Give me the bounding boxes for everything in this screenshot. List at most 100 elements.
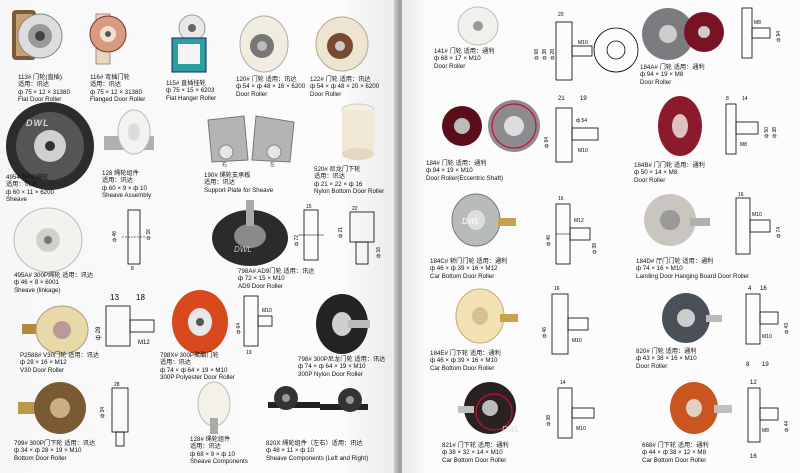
caption-line: Bottom Door Roller <box>14 454 67 462</box>
caption-line: 适用：讯达 <box>102 177 133 185</box>
caption-line: 184# 门轮 适用：通利 <box>426 160 487 167</box>
dim-label: M10 <box>262 308 272 314</box>
door-roller-184A-photo <box>642 8 724 60</box>
caption-line: 128 绳轮组件 <box>102 170 139 177</box>
dim-label: M8 <box>762 428 769 434</box>
caption-line: 适用：讯达 <box>6 181 37 189</box>
nylon-bottom-roller-drawing: 22 ф 21 ф 16 <box>338 206 382 265</box>
caption-line: 113# 门轮(直插) <box>18 74 62 81</box>
caption-line: 799# 300P门下轮 适用：讯达 <box>14 440 96 447</box>
caption-line: ф 54 × ф 48 × 16 × 6200 <box>236 83 306 91</box>
caption-line: ф 60 × 11 × 6200 <box>6 188 54 196</box>
caption-line: ф 34 × ф 28 × 19 × M10 <box>14 447 82 455</box>
caption-668: 668# 门下轮 适用：通利 ф 44 × ф 38 × 12 × M8 Car… <box>642 442 709 464</box>
dim-label: ф 46 <box>542 327 548 338</box>
door-roller-184B-photo <box>658 96 702 156</box>
caption-line: Car Bottom Door Roller <box>430 364 495 372</box>
polyester-door-roller-photo <box>172 290 228 354</box>
caption-line: ф 54 × ф 48 × 20 × 6200 <box>310 83 380 91</box>
caption-line: 300P Nylon Door Roller <box>298 370 363 378</box>
caption-line: 115# 直插挂轮 <box>166 80 206 87</box>
car-bottom-roller-821-photo: DWL <box>458 382 520 434</box>
dim-label: M8 <box>754 20 761 26</box>
door-roller-122-photo <box>315 16 369 72</box>
dim-label: 19 <box>580 96 587 102</box>
dim-label: M8 <box>740 142 747 148</box>
caption-184C: 184C# 轿门门轮 适用：通利 ф 46 × ф 39 × 16 × M12 … <box>430 258 507 280</box>
caption-line: Door Roller <box>434 62 466 70</box>
caption-184E: 184E# 门下轮 适用：通利 ф 46 × ф 39 × 16 × M10 C… <box>430 350 501 372</box>
sheave-components-lr-photo <box>268 386 368 412</box>
dim-label: ф 38 <box>546 415 552 426</box>
car-bottom-roller-184C-drawing: 16 ф 46 ф 39 M12 <box>546 196 598 265</box>
caption-line: Car Bottom Door Roller <box>430 272 495 280</box>
caption-113: 113# 门轮(直插) 适用：讯达 ф 75 × 12 × 31380 Flat… <box>18 74 70 104</box>
caption-line: 798# 300P尼龙门轮 适用：讯达 <box>298 356 386 363</box>
dim-label: 19 <box>762 362 769 368</box>
caption-line: 820X 绳轮组件（左右）适用：讯达 <box>266 440 363 447</box>
flat-hanger-roller-photo <box>171 14 207 73</box>
caption-line: Door Roller <box>236 90 268 98</box>
caption-line: ф 75 × 15 × 6203 <box>166 87 215 95</box>
caption-4954: 4954 300P绳轮 适用：讯达 ф 60 × 11 × 6200 Sheav… <box>6 174 54 204</box>
caption-line: 184B# 门门轮 适用：通利 <box>634 162 705 169</box>
dim-label: M10 <box>578 40 588 46</box>
caption-line: Car Bottom Door Roller <box>442 456 507 464</box>
dim-label: 16 <box>558 196 564 202</box>
caption-line: ф 94 × 19 × M8 <box>640 71 684 79</box>
dim-label: ф 34 <box>100 407 106 418</box>
dim-label: 14 <box>560 380 566 386</box>
dim-label: ф 16 <box>146 229 152 240</box>
caption-line: ф 50 × 14 × M8 <box>634 169 678 177</box>
caption-line: 116# 弯插门轮 <box>90 74 130 81</box>
dim-label: 16 <box>738 192 744 198</box>
caption-line: 120# 门轮 适用：讯达 <box>236 76 297 83</box>
caption-line: 122# 门轮 适用：讯达 <box>310 76 371 83</box>
sheave-assembly-photo <box>104 109 154 155</box>
caption-line: 300P Polyester Door Roller <box>160 374 235 382</box>
caption-line: 520# 尼龙门下轮 <box>314 166 361 173</box>
caption-line: ф 21 × 22 × ф 16 <box>314 180 363 188</box>
dim-label: ф 28 <box>550 49 556 60</box>
caption-line: Sheave Components (Left and Right) <box>266 454 369 462</box>
car-bottom-roller-184E-photo <box>455 288 518 344</box>
caption-line: 820# 门轮 适用：通利 <box>636 348 697 355</box>
dim-label: ф 72 <box>294 235 300 246</box>
caption-line: ф 60 × 9 × ф 10 <box>102 184 147 192</box>
caption-line: ф 94 × 19 × M10 <box>426 167 473 175</box>
dim-label: ф 64 <box>236 323 242 334</box>
nylon-door-roller-photo <box>316 294 370 354</box>
caption-line: 184E# 门下轮 适用：通利 <box>430 350 501 357</box>
dim-label: ф 46 <box>112 231 118 242</box>
caption-line: ф 28 × 16 × M12 <box>20 359 67 367</box>
dim-label: ф 28 <box>96 326 102 340</box>
caption-184D: 184D# 厅门门轮 适用：通利 ф 74 × 16 × M10 Landing… <box>636 258 749 280</box>
caption-line: 适用：讯达 <box>160 359 191 367</box>
caption-line: 适用：讯达 <box>190 443 221 451</box>
dim-label: 8 <box>746 362 750 368</box>
watermark: DWL <box>234 245 252 254</box>
caption-128b: 128# 绳轮组件 适用：讯达 ф 68 × 9 × ф 10 Sheave C… <box>190 436 248 466</box>
caption-190: 190# 绳轮支承板 适用：讯达 Support Plate for Sheav… <box>204 172 273 194</box>
caption-line: Sheave <box>6 196 27 204</box>
caption-line: Door Roller <box>636 362 668 370</box>
caption-184A: 184A# 门轮 适用：通利 ф 94 × 19 × M8 Door Rolle… <box>640 64 705 86</box>
caption-line: 适用：讯达 <box>18 81 49 89</box>
caption-line: ф 72 × 15 × M10 <box>238 275 285 283</box>
car-bottom-roller-668-photo <box>670 382 732 434</box>
flanged-door-roller-photo <box>89 13 127 65</box>
dim-label: 12 <box>750 380 757 386</box>
flat-door-roller-photo <box>12 10 63 60</box>
dim-label: M10 <box>752 212 762 218</box>
watermark: DWL <box>502 425 520 434</box>
dim-label: 14 <box>742 96 748 102</box>
dim-label: M10 <box>762 334 772 340</box>
caption-820X: 820X 绳轮组件（左右）适用：讯达 ф 48 × 11 × ф 10 Shea… <box>266 440 368 462</box>
dim-label: M10 <box>572 338 582 344</box>
dim-label: 19 <box>246 350 252 356</box>
caption-798N: 798# 300P尼龙门轮 适用：讯达 ф 74 × ф 64 × 19 × M… <box>298 356 385 378</box>
support-plate-photo: 右左 <box>207 115 295 168</box>
caption-line: Nylon Bottom Door Roller <box>314 188 385 196</box>
caption-line: ф 68 × 9 × ф 10 <box>190 450 235 458</box>
caption-line: ф 38 × 32 × 14 × M10 <box>442 449 503 457</box>
